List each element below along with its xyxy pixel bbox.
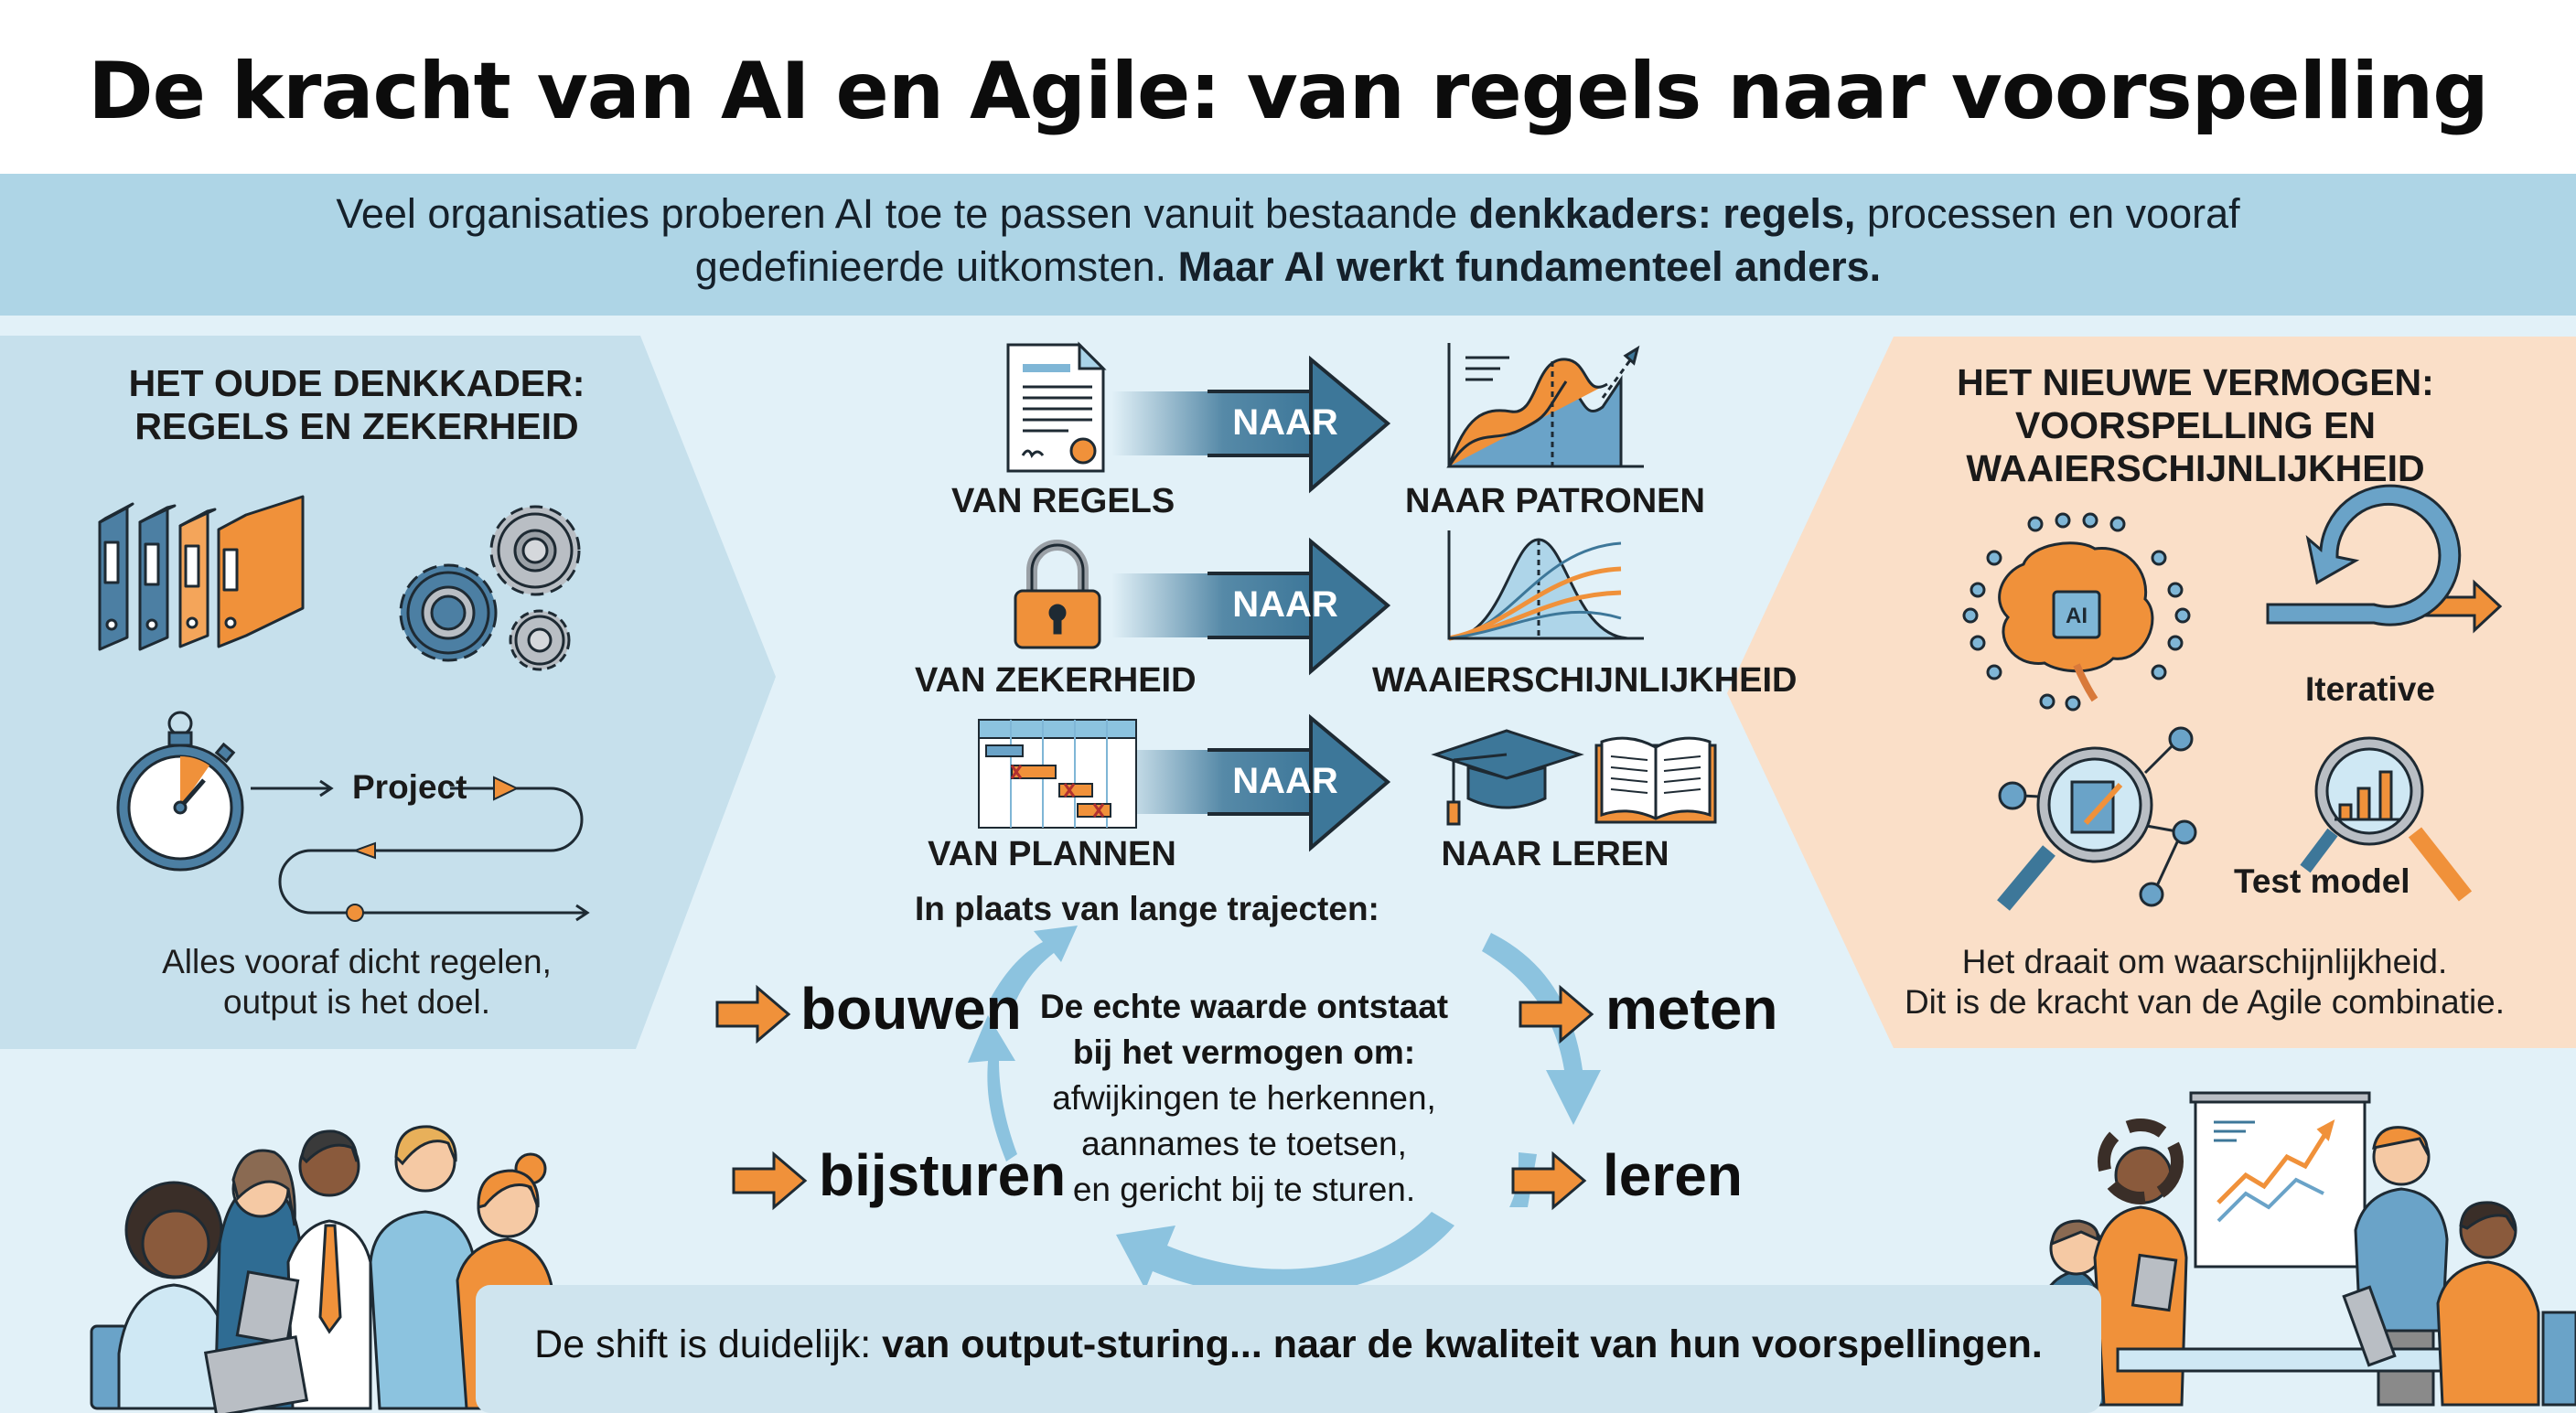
project-flow-label: Project (352, 768, 467, 806)
conclusion-banner (476, 1285, 2101, 1413)
transition-from-3: VAN PLANNEN (928, 835, 1176, 873)
meten-arrow-icon (1519, 984, 1594, 1044)
leren-arrow-icon (1511, 1151, 1587, 1211)
pattern-chart-icon (1446, 343, 1644, 468)
new-panel-caption: Het draait om waarschijnlijkheid. Dit is… (1875, 942, 2534, 1022)
cycle-arrow-top-left (990, 926, 1078, 1006)
new-panel-caption-line2: Dit is de kracht van de Agile combinatie… (1904, 983, 2506, 1021)
conclusion-text: De shift is duidelijk: van output-sturin… (476, 1322, 2101, 1367)
transition-to-1: NAAR PATRONEN (1405, 482, 1705, 520)
cycle-center-line1: De echte waarde ontstaat (1039, 988, 1449, 1025)
new-panel-title-line2: VOORSPELLING EN (2014, 404, 2377, 446)
naar-label-2: NAAR (1232, 584, 1338, 625)
team-illustration-left (90, 1125, 555, 1413)
probability-fan-icon (1447, 530, 1644, 641)
cycle-step-meten: meten (1605, 976, 1778, 1042)
naar-label-3: NAAR (1232, 761, 1338, 801)
new-panel-title-line3: WAAIERSCHIJNLIJKHEID (1966, 447, 2425, 489)
transition-from-1: VAN REGELS (951, 482, 1175, 520)
cycle-center-line5: en gericht bij te sturen. (1072, 1171, 1416, 1208)
intro-line2-text: gedefinieerde uitkomsten. (694, 243, 1178, 290)
cycle-step-bouwen: bouwen (800, 976, 1022, 1042)
old-panel-title: HET OUDE DENKKADER: REGELS EN ZEKERHEID (37, 362, 677, 448)
cycle-center-line2: bij het vermogen om: (1072, 1033, 1416, 1071)
title-band (0, 0, 2576, 174)
cycle-step-leren: leren (1603, 1142, 1743, 1208)
intro-line1-text: Veel organisaties proberen AI toe te pas… (336, 190, 1469, 237)
ai-brain-icon: AI (1962, 512, 2191, 712)
new-capability-panel (1727, 337, 2576, 1048)
intro-banner (0, 174, 2576, 316)
cycle-center-line4: aannames te toetsen, (1081, 1125, 1407, 1162)
new-panel-title-line1: HET NIEUWE VERMOGEN: (1957, 361, 2434, 403)
cycle-center-line3: afwijkingen te herkennen, (1052, 1079, 1436, 1117)
page-title: De kracht van AI en Agile: van regels na… (88, 46, 2489, 137)
ai-chip-label: AI (2066, 604, 2088, 628)
new-panel-title: HET NIEUWE VERMOGEN: VOORSPELLING EN WAA… (1866, 361, 2525, 490)
graduation-cap-book-icon (1431, 729, 1717, 826)
transition-to-3: NAAR LEREN (1441, 835, 1669, 873)
old-panel-caption: Alles vooraf dicht regelen, output is he… (37, 942, 677, 1022)
test-model-icon (2300, 736, 2473, 902)
gantt-chart-icon (978, 719, 1137, 829)
cycle-center-text: De echte waarde ontstaat bij het vermoge… (1015, 984, 1473, 1213)
old-panel-title-line1: HET OUDE DENKKADER: (128, 362, 585, 404)
conclusion-text-bold: van output-sturing... naar de kwaliteit … (882, 1322, 2043, 1366)
binders-icon (98, 495, 305, 651)
transition-from-2: VAN ZEKERHEID (915, 661, 1197, 700)
intro-line1-bold: denkkaders: regels, (1468, 190, 1856, 237)
cycle-step-bijsturen: bijsturen (819, 1142, 1067, 1208)
intro-line1-end: processen en vooraf (1855, 190, 2240, 237)
naar-arrow-1 (1111, 355, 1391, 494)
old-panel-caption-line2: output is het doel. (222, 983, 491, 1021)
team-illustration-right (2034, 1091, 2576, 1407)
stopwatch-icon (116, 711, 244, 872)
project-flow-diagram (251, 776, 590, 922)
cycle-arrow-left (968, 1015, 1017, 1161)
test-model-label: Test model (2234, 862, 2410, 900)
naar-arrow-2 (1111, 537, 1391, 676)
intro-line2-bold: Maar AI werkt fundamenteel anders. (1177, 243, 1882, 290)
old-framework-panel (0, 336, 776, 1049)
document-icon (1006, 341, 1107, 473)
bijsturen-arrow-icon (732, 1151, 808, 1211)
cycle-arrow-right (1482, 933, 1601, 1125)
gears-icon (399, 505, 581, 671)
conclusion-text-lead: De shift is duidelijk: (534, 1322, 883, 1366)
inspect-network-icon (1997, 726, 2197, 911)
old-panel-caption-line1: Alles vooraf dicht regelen, (162, 943, 552, 980)
cycle-arrow-bottom (1116, 1212, 1454, 1297)
old-panel-title-line2: REGELS EN ZEKERHEID (134, 405, 579, 447)
naar-arrow-3 (1111, 713, 1391, 852)
padlock-icon (1014, 540, 1101, 649)
iterative-label: Iterative (2305, 670, 2435, 708)
intro-text: Veel organisaties proberen AI toe te pas… (0, 187, 2576, 294)
naar-label-1: NAAR (1232, 402, 1338, 443)
bouwen-arrow-icon (715, 984, 791, 1044)
iterative-loop-icon (2266, 484, 2503, 634)
transition-to-2: WAAIERSCHIJNLIJKHEID (1372, 661, 1798, 700)
new-panel-caption-line1: Het draait om waarschijnlijkheid. (1961, 943, 2448, 980)
